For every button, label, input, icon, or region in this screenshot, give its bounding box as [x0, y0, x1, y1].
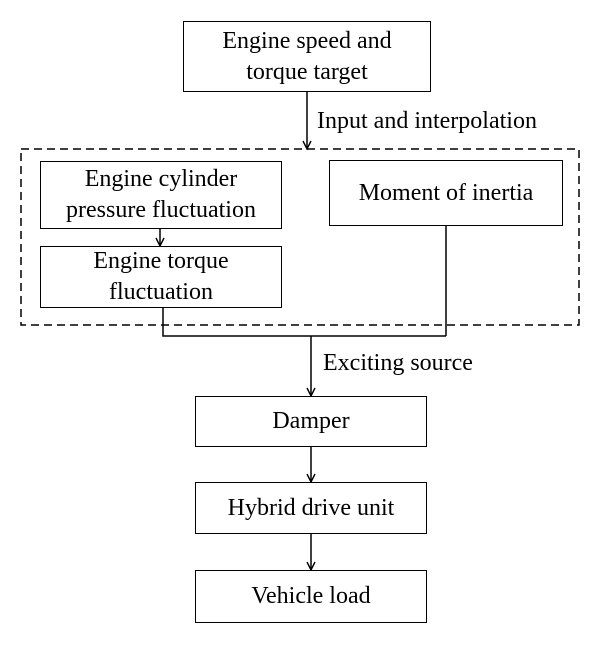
line-torque-to-merge [162, 308, 446, 337]
engine-cylinder-pressure-box: Engine cylinder pressure fluctuation [40, 161, 282, 229]
input-interpolation-label: Input and interpolation [317, 108, 537, 134]
exciting-source-label: Exciting source [323, 350, 473, 376]
hybrid-drive-unit-box: Hybrid drive unit [195, 482, 427, 534]
damper-box: Damper [195, 396, 427, 447]
vehicle-load-box: Vehicle load [195, 570, 427, 623]
hybrid-label: Hybrid drive unit [227, 494, 395, 521]
inertia-box-label: Moment of inertia [358, 179, 534, 206]
engine-speed-torque-target-box: Engine speed and torque target [183, 21, 431, 92]
damper-label: Damper [272, 408, 350, 434]
vehicle-label: Vehicle load [251, 583, 371, 609]
moment-of-inertia-box: Moment of inertia [329, 160, 563, 226]
top-box-line1: Engine speed and [222, 27, 392, 54]
engine-torque-fluctuation-box: Engine torque fluctuation [40, 246, 282, 308]
dashed-group-boundary [20, 148, 580, 326]
torque-box-line1: Engine torque [93, 248, 229, 274]
cyl-box-line2: pressure fluctuation [66, 197, 256, 223]
top-box-line2: torque target [246, 58, 368, 85]
torque-box-line2: fluctuation [109, 279, 213, 305]
cyl-box-line1: Engine cylinder [84, 166, 238, 192]
